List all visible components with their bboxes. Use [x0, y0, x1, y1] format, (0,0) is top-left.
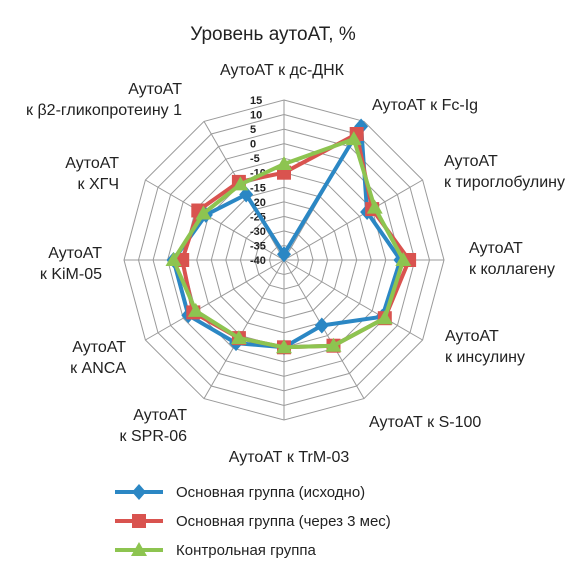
axis-label: АутоАТ: [48, 245, 102, 262]
axis-label: АутоАТ: [72, 339, 126, 356]
axis-label: АутоАТ к Fc-Ig: [372, 97, 478, 114]
legend-item: Контрольная группа: [115, 542, 316, 559]
tick-label: 0: [250, 139, 256, 151]
axis-label: к инсулину: [445, 349, 525, 366]
tick-label: -40: [250, 255, 266, 267]
grid-spoke: [283, 259, 423, 341]
data-series: [165, 118, 417, 356]
axis-label: к β2-гликопротеину 1: [26, 102, 182, 119]
series-3: [165, 131, 412, 354]
axis-label: к SPR-06: [120, 428, 188, 445]
axis-label: АутоАТ: [133, 407, 187, 424]
data-point: [376, 310, 393, 325]
data-point: [276, 339, 292, 354]
axis-label: к тироглобулину: [444, 174, 565, 191]
axis-label: к ХГЧ: [78, 176, 119, 193]
axis-label: к KiM-05: [40, 266, 102, 283]
data-point: [131, 542, 147, 556]
data-point: [325, 337, 342, 352]
data-point: [187, 302, 204, 317]
data-point: [165, 252, 182, 266]
tick-label: -35: [250, 241, 266, 253]
data-point: [132, 484, 146, 500]
data-point: [239, 186, 254, 203]
tick-label: -5: [250, 153, 260, 165]
legend-label: Контрольная группа: [176, 542, 316, 559]
axis-label: АутоАТ к дс-ДНК: [220, 62, 345, 79]
legend-item: Основная группа (через 3 мес): [115, 513, 391, 530]
grid-spoke: [203, 259, 285, 399]
series-line: [171, 124, 403, 350]
axis-label: АутоАТ к S-100: [369, 414, 481, 431]
legend-item: Основная группа (исходно): [115, 484, 365, 501]
grid-spoke: [283, 179, 423, 261]
data-point: [395, 252, 412, 266]
axis-label: АутоАТ: [444, 153, 498, 170]
axis-label: АутоАТ: [469, 240, 523, 257]
tick-label: -30: [250, 226, 266, 238]
data-point: [230, 330, 247, 345]
grid-spoke: [145, 179, 285, 261]
data-point: [276, 156, 292, 170]
axis-label: АутоАТ: [65, 155, 119, 172]
axis-label: к коллагену: [469, 261, 555, 278]
legend-label: Основная группа (через 3 мес): [176, 513, 391, 530]
data-point: [277, 246, 291, 263]
axis-label: к ANCA: [70, 360, 126, 377]
data-point: [195, 205, 212, 220]
tick-label: 5: [250, 124, 256, 136]
tick-label: 15: [250, 95, 262, 107]
data-point: [366, 199, 383, 214]
grid-spoke: [145, 259, 285, 341]
axis-label: АутоАТ: [445, 328, 499, 345]
chart-title: Уровень аутоАТ, %: [190, 24, 356, 45]
data-point: [132, 514, 146, 528]
tick-label: 10: [250, 110, 262, 122]
tick-label: -15: [250, 182, 266, 194]
data-point: [314, 317, 329, 334]
axis-label: АутоАТ к TrM-03: [229, 449, 350, 466]
data-point: [232, 176, 249, 191]
data-point: [345, 131, 362, 146]
legend-label: Основная группа (исходно): [176, 484, 365, 501]
legend: Основная группа (исходно) Основная группа…: [115, 484, 391, 559]
axis-label: АутоАТ: [128, 81, 182, 98]
